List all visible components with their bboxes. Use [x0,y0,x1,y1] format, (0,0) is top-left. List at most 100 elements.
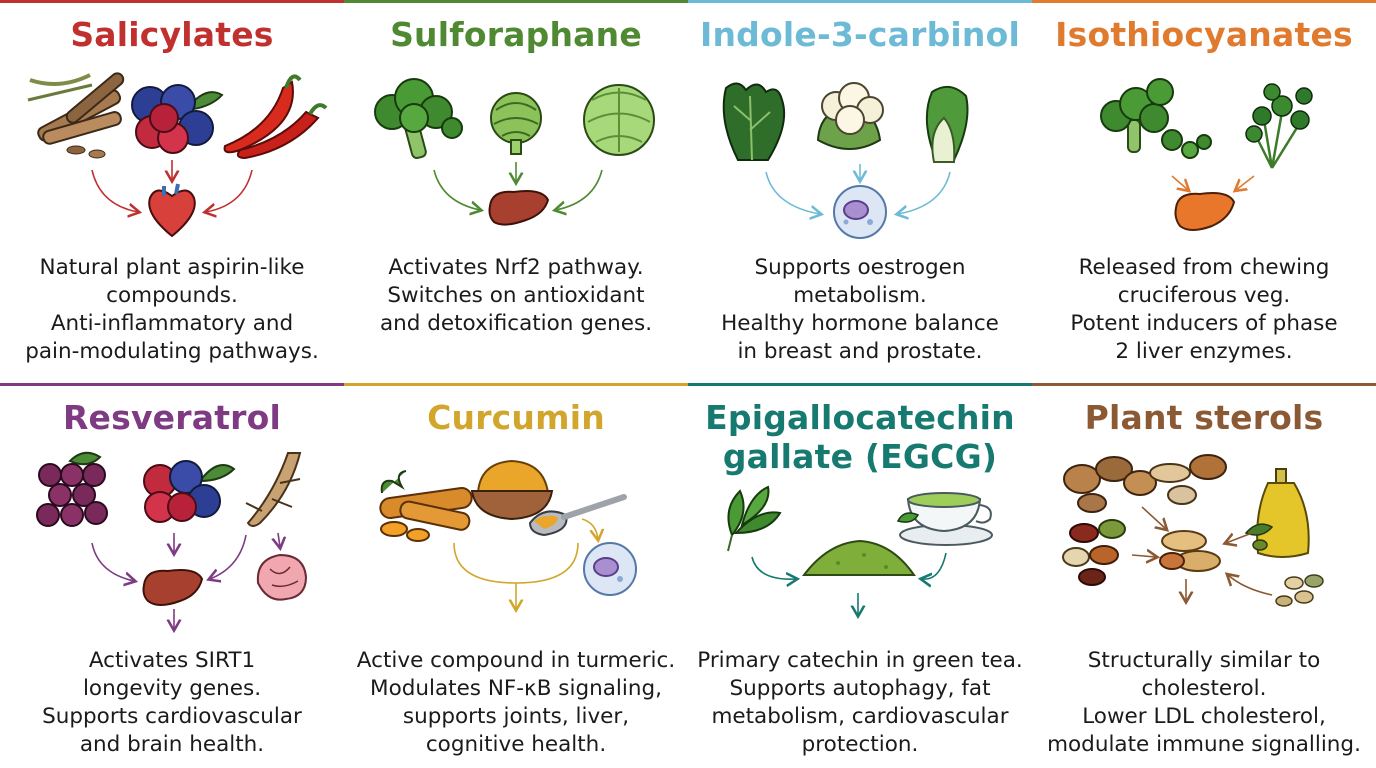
description-line: Supports oestrogen [754,255,966,280]
description-line: metabolism. [793,283,927,308]
description-line: Modulates NF-κB signaling, [370,676,662,701]
bok-choy-icon [925,85,969,163]
description-line: Lower LDL cholesterol, [1082,704,1326,729]
panel-illustration [1100,78,1313,231]
panel-illustration [374,78,655,226]
beans-icon [1062,519,1126,586]
description-line: Active compound in turmeric. [356,648,676,673]
green-tea-cup-icon [896,492,993,546]
panel-egcg: Epigallocatechin gallate (EGCG) [688,383,1032,768]
description-line: Switches on antioxidant [387,283,645,308]
description-line: modulate immune signalling. [1047,732,1361,757]
berries-icon [143,460,236,523]
description-line: longevity genes. [82,676,262,701]
panel-description: Primary catechin in green tea. Supports … [688,647,1032,759]
tea-leaves-icon [727,485,782,552]
panel-title: Resveratrol [62,398,282,437]
description-line: 2 liver enzymes. [1115,339,1293,364]
panel-description: Natural plant aspirin-like compounds. An… [0,254,344,366]
panel-title: Salicylates [70,15,274,54]
description-line: in breast and prostate. [737,339,983,364]
spoon-icon [528,494,627,537]
description-line: Structurally similar to [1087,648,1321,673]
panel-divider [688,383,1032,386]
description-line: Activates Nrf2 pathway. [388,255,644,280]
description-line: Activates SIRT1 [88,648,256,673]
panel-description: Activates SIRT1 longevity genes. Support… [0,647,344,759]
description-line: and detoxification genes. [379,311,653,336]
description-line: Supports cardiovascular [42,704,302,729]
description-line: protection. [801,732,919,757]
panel-description: Activates Nrf2 pathway. Switches on anti… [344,254,688,338]
panel-description: Supports oestrogen metabolism. Healthy h… [688,254,1032,366]
panel-title: Plant sterols [1084,398,1324,437]
panel-illustration [722,82,969,239]
title-line: Epigallocatechin [705,398,1015,437]
seeds-icon [1275,574,1324,607]
panel-description: Structurally similar to cholesterol. Low… [1032,647,1376,759]
panel-illustration [36,451,308,633]
title-line: gallate (EGCG) [722,436,998,476]
panel-illustration [379,459,637,633]
description-line: pain-modulating pathways. [25,339,319,364]
heart-icon [148,183,196,238]
liver-icon [488,190,550,226]
description-line: cruciferous veg. [1117,283,1291,308]
description-line: Potent inducers of phase [1070,311,1338,336]
panel-divider [0,383,344,386]
panel-illustration [27,72,328,238]
cell-icon [833,185,887,239]
panel-title: Indole-3-carbinol [699,15,1021,54]
olive-oil-bottle-icon [1244,468,1310,558]
description-line: compounds. [106,283,238,308]
panel-title: Epigallocatechin gallate (EGCG) [688,398,1032,477]
panel-curcumin: Curcumin [344,383,688,768]
liver-icon [1174,192,1236,231]
cabbage-icon [583,84,655,156]
broccoli-icon [1100,78,1212,159]
panel-divider [1032,0,1376,3]
panel-illustration [727,485,993,633]
knotweed-root-icon [245,452,302,527]
kale-icon [722,82,786,161]
description-line: and brain health. [79,732,265,757]
turmeric-root-icon [379,470,473,542]
broccoli-icon [374,78,463,160]
description-line: metabolism, cardiovascular [711,704,1009,729]
turmeric-powder-bowl-icon [470,459,554,521]
cauliflower-icon [816,82,884,150]
panel-divider [1032,383,1376,386]
description-line: Released from chewing [1078,255,1330,280]
description-line: Natural plant aspirin-like [39,255,305,280]
panel-salicylates: Salicylates [0,0,344,383]
berries-icon [131,84,224,154]
panel-description: Active compound in turmeric. Modulates N… [344,647,688,759]
description-line: Anti-inflammatory and [50,311,294,336]
panel-divider [688,0,1032,3]
panel-resveratrol: Resveratrol [0,383,344,768]
panel-title: Curcumin [427,398,605,437]
panel-divider [344,0,688,3]
panel-title: Isothiocyanates [1055,15,1353,54]
willow-bark-icon [27,72,125,159]
nuts-icon [1063,454,1227,513]
panel-divider [344,383,688,386]
panel-isothiocyanates: Isothiocyanates [1032,0,1376,383]
panel-plant-sterols: Plant sterols [1032,383,1376,768]
description-line: Supports autophagy, fat [729,676,991,701]
panel-description: Released from chewing cruciferous veg. P… [1032,254,1376,366]
peanuts-icon [1159,530,1221,572]
brain-icon [256,553,308,601]
brussels-sprout-icon [490,92,542,155]
panel-divider [0,0,344,3]
chili-pepper-icon [223,74,328,160]
panel-sulforaphane: Sulforaphane [344,0,688,383]
panel-illustration [1062,454,1324,607]
description-line: Healthy hormone balance [721,311,999,336]
panel-title: Sulforaphane [390,15,642,54]
watercress-icon [1245,83,1313,169]
description-line: cognitive health. [425,732,607,757]
liver-icon [142,569,204,606]
panel-indole-3-carbinol: Indole-3-carbinol [688,0,1032,383]
